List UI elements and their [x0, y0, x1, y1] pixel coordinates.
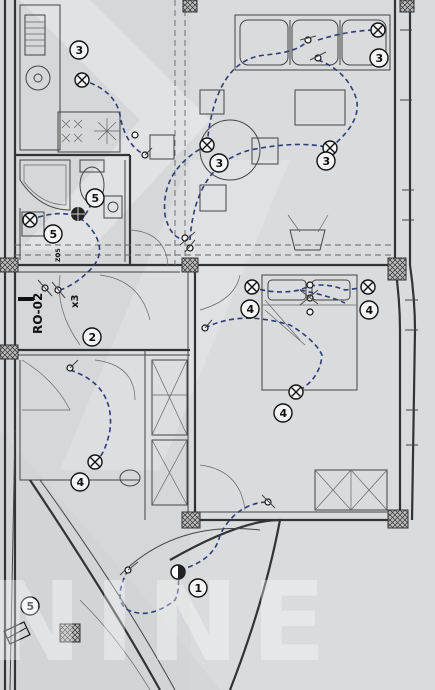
svg-text:2: 2: [89, 331, 97, 344]
lamp-kitchen: [74, 72, 90, 88]
electrical-wiring: [29, 29, 379, 615]
lamp-living-corner: [370, 22, 386, 38]
circuit-labels: 3 3 3 3 5 5 5 2 4 4 4 4 1: [20, 40, 389, 616]
interior-walls: [9, 0, 400, 690]
circuit-label: 5: [85, 188, 105, 208]
circuit-label: 3: [69, 40, 89, 60]
lamp-bedroom-left: [244, 279, 260, 295]
kitchen-counter: [19, 4, 121, 153]
svg-text:4: 4: [366, 304, 374, 317]
lamp-bedroom-right: [360, 279, 376, 295]
circuit-label: 5: [43, 224, 63, 244]
circuit-label: 3: [209, 153, 229, 173]
svg-text:4: 4: [247, 303, 255, 316]
circuit-label: 3: [369, 48, 389, 68]
structural-columns: [0, 0, 415, 643]
watermark-stroke: [20, 0, 290, 470]
lamp-entry: [170, 564, 186, 580]
distribution-panel: RO-02 x3 ZO5: [18, 248, 81, 334]
living-room-furniture: [149, 14, 391, 251]
circuit-label: 4: [359, 300, 379, 320]
lamp-bath-fan: [71, 207, 85, 221]
circuit-label: 5: [20, 596, 40, 616]
circuit-label: 4: [70, 472, 90, 492]
circuit-label: 4: [240, 299, 260, 319]
panel-label: RO-02: [31, 293, 45, 334]
svg-text:3: 3: [376, 52, 384, 65]
circuit-label: 1: [188, 578, 208, 598]
lamp-bathroom: [22, 212, 38, 228]
circuit-label: 4: [273, 403, 293, 423]
svg-text:3: 3: [216, 157, 224, 170]
svg-text:5: 5: [50, 228, 58, 241]
outlet-box: [3, 621, 31, 645]
curved-walls: [29, 479, 282, 690]
circuit-label: 3: [316, 151, 336, 171]
svg-text:3: 3: [76, 44, 84, 57]
watermark-text: NINE: [0, 558, 338, 686]
small-tag: ZO5: [55, 248, 62, 262]
switches: [37, 35, 327, 574]
svg-text:5: 5: [92, 192, 100, 205]
ceiling-lamps: [22, 22, 386, 580]
lamp-bedroom-bottom: [288, 384, 304, 400]
circuit-label: 2: [82, 327, 102, 347]
door-swings: [21, 229, 306, 511]
bedroom-furniture: [119, 274, 388, 511]
svg-text:1: 1: [195, 582, 203, 595]
svg-text:5: 5: [27, 600, 35, 613]
paper-fold-shadow: [0, 430, 220, 690]
lamp-hall: [87, 454, 103, 470]
svg-text:4: 4: [77, 476, 85, 489]
svg-text:3: 3: [323, 155, 331, 168]
multiplier-label: x3: [70, 295, 81, 308]
lamp-living-center: [199, 137, 215, 153]
svg-text:4: 4: [280, 407, 288, 420]
